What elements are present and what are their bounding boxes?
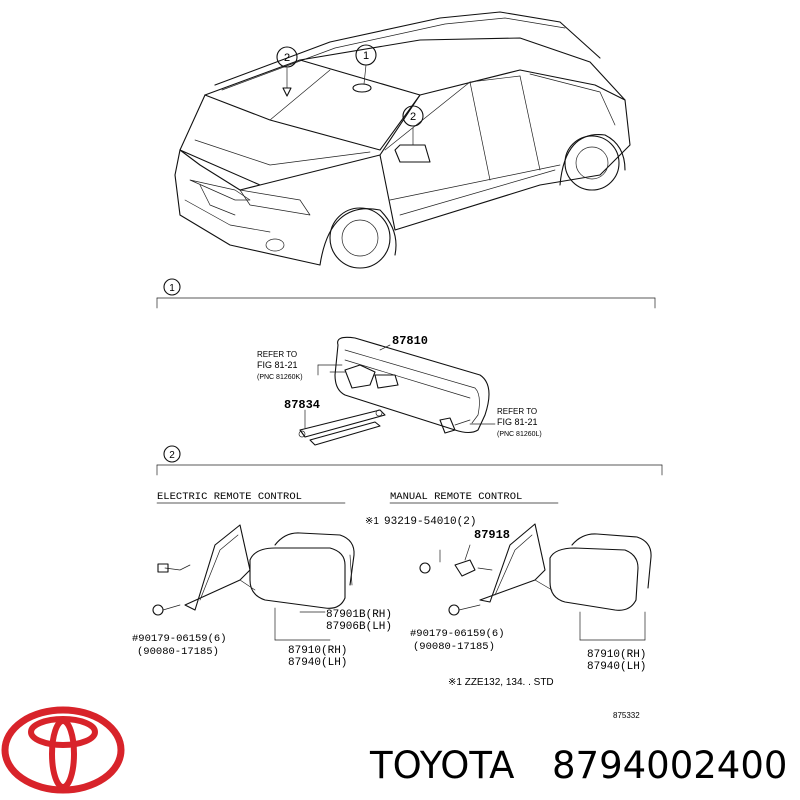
manual-screw-2: (90080-17185) xyxy=(413,641,495,653)
inner-mirror-drawing xyxy=(298,336,496,446)
refer-right-2: FIG 81-21 xyxy=(497,417,538,427)
electric-mirror-drawing xyxy=(152,524,355,641)
manual-mirror-lh: 87940(LH) xyxy=(587,661,646,673)
electric-mirror-rh: 87910(RH) xyxy=(288,645,347,657)
refer-right-3: (PNC 81260L) xyxy=(497,431,542,438)
car-callout-b: 1 xyxy=(363,50,369,62)
electric-screw-1: #90179-06159(6) xyxy=(132,633,227,645)
refer-left-1: REFER TO xyxy=(257,350,297,359)
section-1-callout: 1 xyxy=(169,283,175,294)
electric-mirror-lh: 87940(LH) xyxy=(288,657,347,669)
inner-mirror-part: 87810 xyxy=(392,334,428,348)
car-illustration xyxy=(174,11,631,269)
footnote: ※1 ZZE132, 134. . STD xyxy=(448,677,554,688)
manual-mirror-rh: 87910(RH) xyxy=(587,649,646,661)
section-2-callout: 2 xyxy=(169,450,175,461)
toyota-logo xyxy=(1,706,125,794)
electric-title: ELECTRIC REMOTE CONTROL xyxy=(157,491,302,503)
section-1-frame xyxy=(156,278,656,309)
manual-cover-part: 87918 xyxy=(474,528,510,542)
section-2-frame xyxy=(156,445,663,504)
electric-sub-lh: 87906B(LH) xyxy=(326,621,392,633)
brand-name: TOYOTA xyxy=(369,744,514,787)
part-number: 8794002400 xyxy=(552,744,787,787)
car-callout-a: 2 xyxy=(284,52,290,64)
refer-left-3: (PNC 81260K) xyxy=(257,374,303,381)
stay-part: 87834 xyxy=(284,398,320,412)
manual-screw-1: #90179-06159(6) xyxy=(410,628,505,640)
diagram-code: 875332 xyxy=(613,711,640,720)
manual-knob-mark: ※1 xyxy=(365,516,379,527)
car-callout-c: 2 xyxy=(410,111,416,123)
manual-mirror-drawing xyxy=(419,523,652,641)
manual-title: MANUAL REMOTE CONTROL xyxy=(390,491,522,503)
electric-screw-2: (90080-17185) xyxy=(137,646,219,658)
refer-left-2: FIG 81-21 xyxy=(257,360,298,370)
refer-right-1: REFER TO xyxy=(497,407,537,416)
manual-knob-part: 93219-54010(2) xyxy=(384,516,476,528)
electric-sub-rh: 87901B(RH) xyxy=(326,609,392,621)
